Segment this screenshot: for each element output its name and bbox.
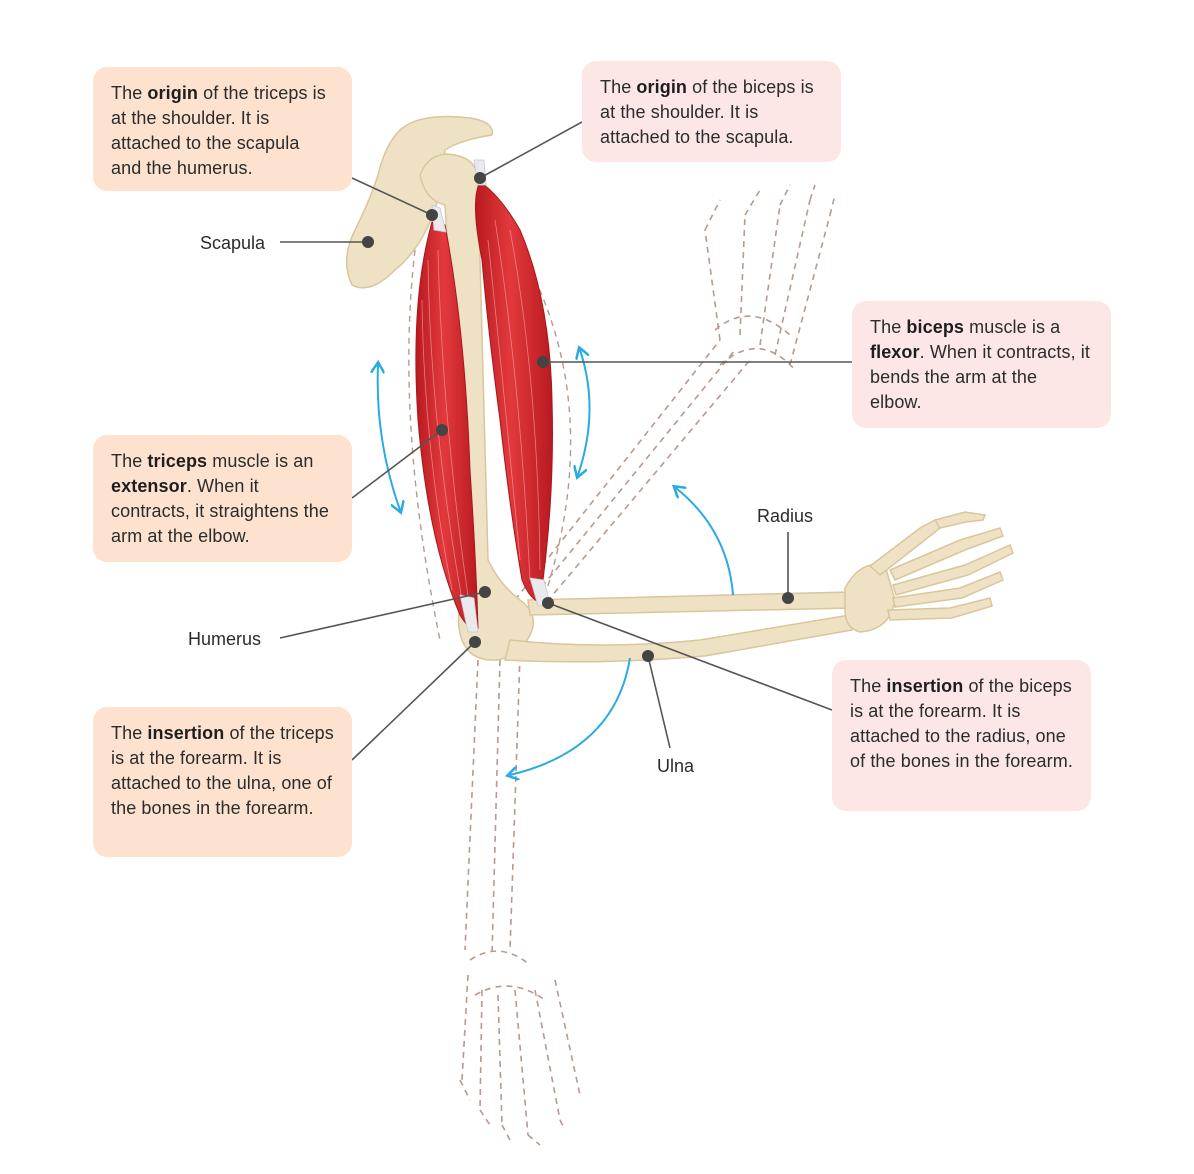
callout-text: The: [111, 83, 148, 103]
biceps-muscle: [474, 181, 553, 603]
triceps-fibers: [421, 249, 471, 611]
dot-biceps-origin: [474, 172, 486, 184]
dot-triceps-origin: [426, 209, 438, 221]
scapula-bone: [346, 115, 494, 289]
callout-text: muscle is a: [964, 317, 1061, 337]
biceps-origin-callout: The origin of the biceps is at the shoul…: [582, 61, 841, 162]
ghost-muscle-outlines: [408, 249, 572, 641]
triceps-insertion-callout: The insertion of the triceps is at the f…: [93, 707, 352, 857]
leader-dots: [362, 172, 794, 662]
triceps-insertion-tendon: [459, 594, 479, 633]
scapula-label: Scapula: [200, 233, 266, 253]
triceps-motion-arrow: [378, 365, 400, 510]
dot-biceps-insertion: [542, 597, 554, 609]
humerus-label: Humerus: [188, 629, 262, 649]
callout-keyword: origin: [147, 83, 199, 103]
callout-keyword: extensor: [111, 476, 187, 496]
extension-motion-arrow: [510, 657, 631, 775]
callout-text: of the triceps is at the shoulder. It is…: [111, 83, 326, 178]
radius-bone: [527, 591, 853, 616]
callout-keyword: triceps: [147, 451, 208, 471]
callout-text: muscle is an: [207, 451, 314, 471]
biceps-motion-arrow: [578, 350, 591, 475]
callout-text: . When it contracts, it bends the arm at…: [870, 342, 1090, 412]
callout-text: of the biceps is at the shoulder. It is …: [600, 77, 814, 147]
biceps-fibers: [487, 219, 541, 581]
ghost-raised-forearm: [514, 184, 836, 611]
dot-biceps: [537, 356, 549, 368]
triceps-extensor-callout: The triceps muscle is an extensor. When …: [93, 435, 352, 562]
biceps-insertion-callout: The insertion of the biceps is at the fo…: [832, 660, 1091, 811]
motion-arrows: [378, 350, 734, 775]
callout-text: The: [600, 77, 637, 97]
ghost-lowered-forearm: [459, 654, 581, 1146]
dot-triceps-insertion: [469, 636, 481, 648]
callout-keyword: insertion: [886, 676, 964, 696]
leader-lines: [279, 121, 852, 761]
dot-scapula: [362, 236, 374, 248]
callout-text: of the biceps is at the forearm. It is a…: [850, 676, 1073, 771]
callout-text: of the triceps is at the forearm. It is …: [111, 723, 334, 818]
triceps-origin-callout: The origin of the triceps is at the shou…: [93, 67, 352, 191]
callout-keyword: biceps: [906, 317, 965, 337]
dot-ulna: [642, 650, 654, 662]
callout-keyword: origin: [636, 77, 688, 97]
callout-keyword: insertion: [147, 723, 225, 743]
ulna-bone: [504, 614, 853, 663]
callout-text: The: [850, 676, 887, 696]
biceps-flexor-callout: The biceps muscle is a flexor. When it c…: [852, 301, 1111, 428]
dot-humerus: [479, 586, 491, 598]
radius-label: Radius: [757, 506, 814, 526]
callout-keyword: flexor: [870, 342, 920, 362]
callout-text: . When it contracts, it straightens the …: [111, 476, 330, 546]
callout-text: The: [111, 723, 148, 743]
callout-text: The: [870, 317, 907, 337]
flexion-motion-arrow: [676, 488, 734, 596]
ulna-label: Ulna: [657, 756, 695, 776]
dot-triceps: [436, 424, 448, 436]
dot-radius: [782, 592, 794, 604]
callout-text: The: [111, 451, 148, 471]
hand-bones: [844, 511, 1014, 633]
